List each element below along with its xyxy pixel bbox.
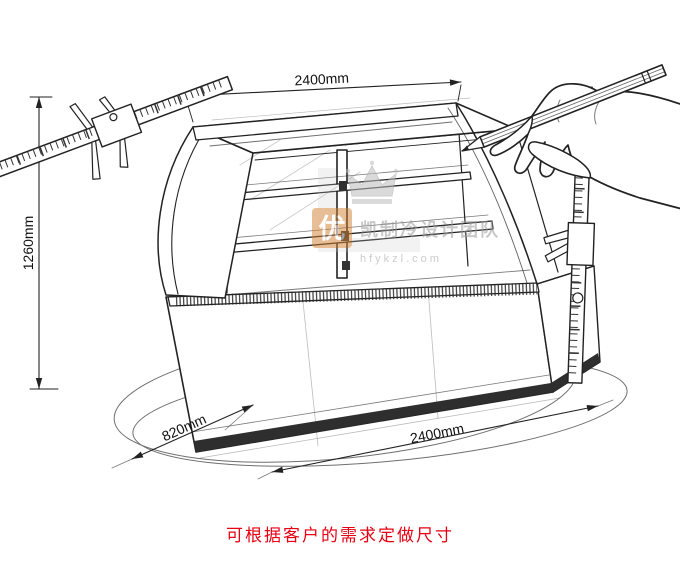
- thumb: [527, 141, 592, 179]
- hand-with-pencil: [461, 64, 680, 210]
- caliper-thumbwheel: [572, 292, 584, 304]
- caliper-slider: [566, 221, 596, 267]
- index-finger: [489, 115, 533, 157]
- base-kick-band: [194, 383, 553, 452]
- vernier-caliper-diagonal: [0, 75, 234, 181]
- display-cabinet: [157, 97, 601, 459]
- brand-text: 凯制冷设计团队: [360, 219, 500, 240]
- front-glass-right-edge: [455, 102, 538, 285]
- brand-logo-char: 优: [319, 214, 346, 244]
- canopy-light: [209, 121, 453, 147]
- brand-site: hfykzl.com: [360, 253, 442, 265]
- custom-size-caption: 可根据客户的需求定做尺寸: [226, 526, 454, 545]
- interior-structure: [224, 128, 559, 296]
- height-label: 1260mm: [20, 216, 36, 270]
- caliper-slider: [90, 103, 143, 148]
- ventilation-grille: [175, 283, 538, 307]
- caliper-thumbscrew: [109, 113, 118, 122]
- dimension-height: 1260mm: [20, 96, 59, 390]
- top-width-label: 2400mm: [294, 70, 349, 89]
- pencil-lead: [462, 145, 469, 151]
- bottom-width-label: 2400mm: [409, 420, 466, 446]
- crown-icon: [345, 160, 399, 204]
- base-cabinet: [165, 265, 601, 459]
- watermark: 优 凯制冷设计团队 hfykzl.com: [312, 160, 500, 265]
- brand-logo: 优: [312, 208, 352, 248]
